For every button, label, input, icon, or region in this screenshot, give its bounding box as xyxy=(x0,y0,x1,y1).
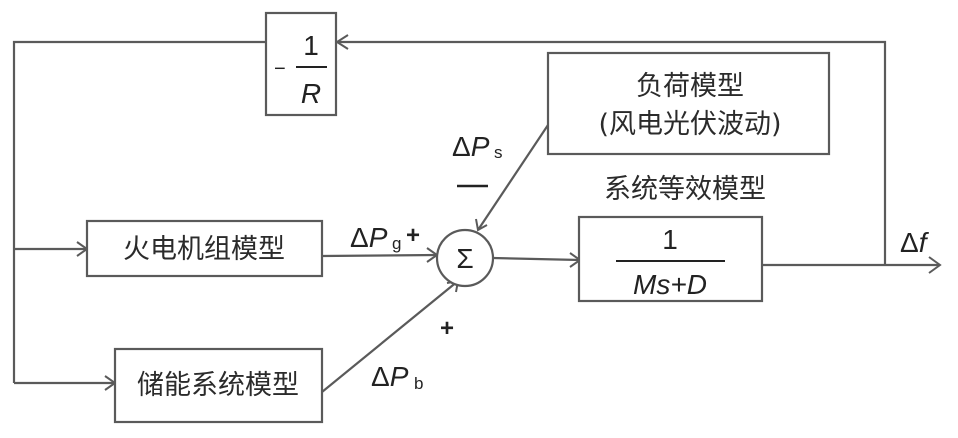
sign-pg: + xyxy=(406,222,420,249)
droop-numerator: 1 xyxy=(303,30,319,61)
pg-line xyxy=(321,253,438,258)
pb-line xyxy=(321,280,459,393)
svg-text:b: b xyxy=(414,374,423,393)
label-delta-f: Δf xyxy=(900,227,930,258)
label-delta-pg: ΔP g + xyxy=(350,222,420,253)
feedback-line-right xyxy=(337,40,887,265)
load-label-line1: 负荷模型 xyxy=(636,71,744,102)
sign-pb: + xyxy=(440,315,454,342)
load-block xyxy=(546,51,831,156)
svg-text:s: s xyxy=(494,143,503,162)
feedback-line-left xyxy=(12,40,266,383)
droop-denominator: R xyxy=(301,78,321,109)
ps-line xyxy=(477,124,549,231)
thermal-unit-block xyxy=(85,219,324,278)
storage-label: 储能系统模型 xyxy=(137,370,299,401)
load-label-line2: (风电光伏波动) xyxy=(598,109,781,140)
system-denominator: Ms+D xyxy=(633,269,707,300)
storage-block xyxy=(113,347,324,424)
sum-symbol: Σ xyxy=(456,243,473,274)
label-delta-ps: ΔP s xyxy=(452,131,503,188)
sum-out-line xyxy=(492,256,581,262)
svg-text:ΔP: ΔP xyxy=(371,361,409,392)
svg-text:g: g xyxy=(392,234,401,253)
arrowhead-ps xyxy=(475,218,488,232)
label-delta-pb: ΔP b xyxy=(371,361,423,393)
thermal-unit-label: 火电机组模型 xyxy=(123,234,285,265)
svg-text:ΔP: ΔP xyxy=(350,222,388,253)
arrowhead-output xyxy=(928,256,942,274)
svg-text:ΔP: ΔP xyxy=(452,131,490,162)
system-caption: 系统等效模型 xyxy=(604,174,766,205)
droop-sign: − xyxy=(274,58,286,80)
droop-block xyxy=(264,11,338,117)
svg-text:Δf: Δf xyxy=(900,227,930,258)
system-block xyxy=(577,215,764,303)
system-numerator: 1 xyxy=(662,224,678,255)
